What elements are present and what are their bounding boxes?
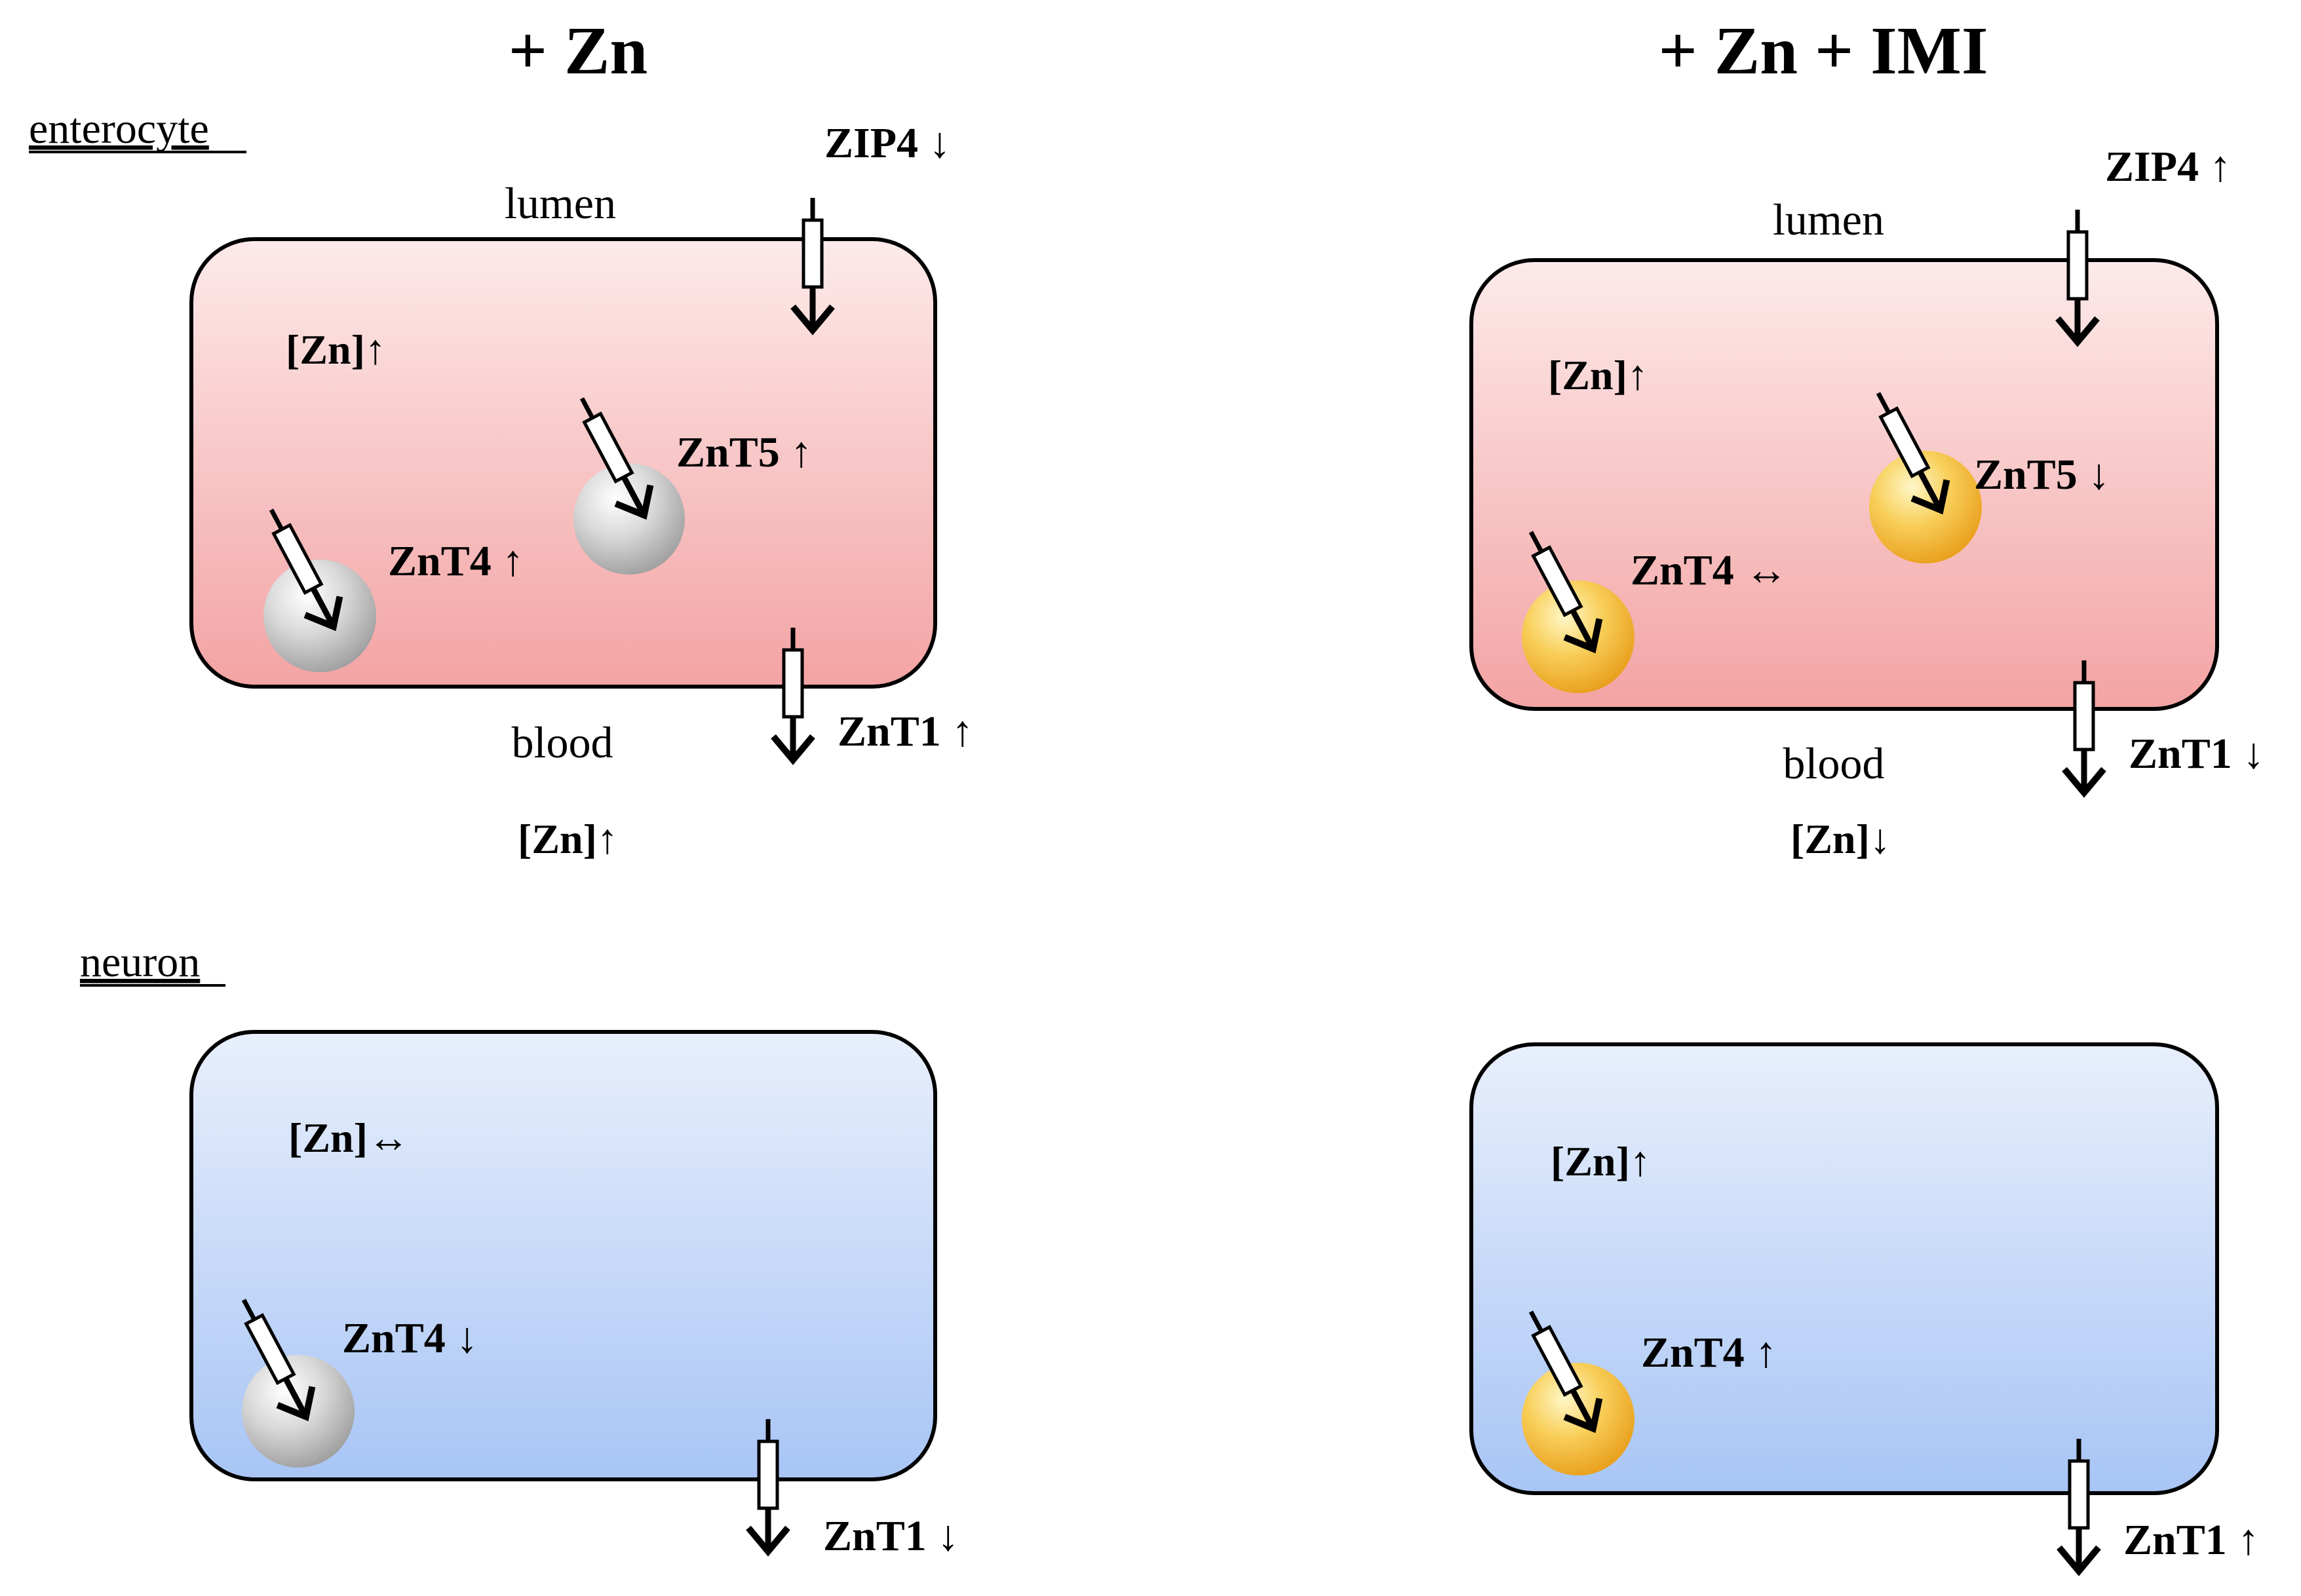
- left-znt1-label: ZnT1 ↑: [838, 708, 973, 755]
- left-panel-title: + Zn: [509, 13, 648, 88]
- right-neuron-cell: [1469, 1042, 2219, 1495]
- left-znt5-vesicle: [573, 463, 685, 575]
- left-neuron-znt4-label: ZnT4 ↓: [342, 1314, 478, 1362]
- left-enterocyte-znt4-label: ZnT4 ↑: [388, 537, 524, 585]
- left-neuron-znt1-label: ZnT1 ↓: [823, 1512, 959, 1560]
- left-enterocyte-znt4-vesicle: [263, 560, 376, 672]
- left-zip4-label: ZIP4 ↓: [824, 119, 951, 167]
- neuron-section-label: neuron: [80, 938, 200, 986]
- right-enterocyte-cell: [1469, 258, 2219, 711]
- left-blood-label: blood: [512, 717, 613, 767]
- right-zip4-label: ZIP4 ↑: [2105, 143, 2232, 191]
- right-lumen-label: lumen: [1773, 195, 1884, 244]
- right-blood-label: blood: [1783, 738, 1885, 788]
- left-neuron-zn-level: [Zn]↔: [288, 1114, 410, 1161]
- right-enterocyte-znt4-vesicle: [1522, 580, 1634, 693]
- right-neuron-znt4-label: ZnT4 ↑: [1641, 1329, 1777, 1377]
- right-enterocyte-zn-level: [Zn]↑: [1548, 352, 1648, 398]
- right-panel-title: + Zn + IMI: [1659, 13, 1988, 88]
- enterocyte-section-label: enterocyte: [29, 105, 209, 153]
- right-enterocyte-znt4-label: ZnT4 ↔: [1631, 546, 1788, 594]
- left-enterocyte-cell: [189, 237, 937, 689]
- right-neuron-zn-level: [Zn]↑: [1551, 1138, 1651, 1185]
- right-znt5-label: ZnT5 ↓: [1974, 451, 2110, 499]
- right-znt1-label: ZnT1 ↓: [2129, 730, 2264, 778]
- left-lumen-label: lumen: [505, 178, 616, 228]
- left-enterocyte-zn-level: [Zn]↑: [286, 326, 386, 373]
- right-neuron-znt1-label: ZnT1 ↑: [2123, 1516, 2259, 1564]
- right-blood-zn-level: [Zn]↓: [1790, 816, 1891, 862]
- left-znt5-label: ZnT5 ↑: [676, 428, 812, 476]
- left-blood-zn-level: [Zn]↑: [518, 816, 618, 862]
- left-neuron-cell: [189, 1030, 937, 1481]
